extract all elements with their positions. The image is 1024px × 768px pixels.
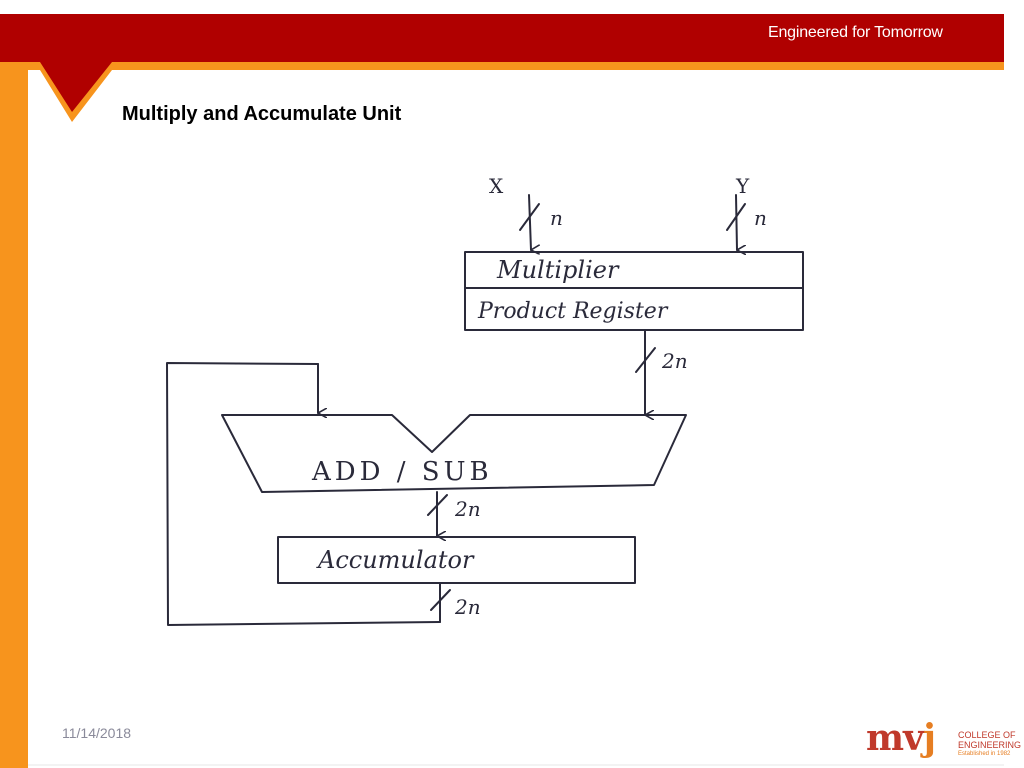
logo-mark-j: j <box>923 717 936 759</box>
left-accent-bar <box>0 68 28 768</box>
logo-text-line2: ENGINEERING <box>958 740 1022 750</box>
product-register-label: Product Register <box>477 299 669 324</box>
adder-width-label: 2n <box>454 497 481 521</box>
adder-width-slash <box>427 494 448 516</box>
add-sub-label: ADD / SUB <box>311 457 493 487</box>
x-input-arrow <box>528 194 531 250</box>
header-band <box>0 14 1004 112</box>
accumulator-label: Accumulator <box>316 546 475 574</box>
accumulator-box <box>277 536 636 584</box>
x-width-slash <box>519 203 540 231</box>
x-input-label: X <box>489 174 504 198</box>
slide-date: 11/14/2018 <box>62 725 132 741</box>
add-sub-unit <box>221 414 687 493</box>
y-width-slash <box>726 203 746 231</box>
logo-text-line3: Established in 1982 <box>958 751 1011 757</box>
y-input-arrow <box>735 194 737 250</box>
slide-title: Multiply and Accumulate Unit <box>122 103 402 125</box>
product-register-box <box>464 287 804 331</box>
x-width-label: n <box>550 206 563 230</box>
product-width-slash <box>635 347 656 373</box>
feedback-loop-line <box>166 362 441 626</box>
logo-mark-mv: mv <box>866 717 924 759</box>
multiplier-label: Multiplier <box>496 256 620 284</box>
y-input-label: Y <box>735 174 750 198</box>
header-tagline: Engineered for Tomorrow <box>768 24 943 41</box>
output-width-label: 2n <box>454 595 481 619</box>
output-width-slash <box>430 589 451 611</box>
logo-text-line1: COLLEGE OF <box>958 730 1016 740</box>
college-logo: mvj COLLEGE OF ENGINEERING Established i… <box>866 716 1021 764</box>
logo-mark: mvj <box>866 717 936 759</box>
product-width-label: 2n <box>661 349 688 373</box>
y-width-label: n <box>754 206 767 230</box>
